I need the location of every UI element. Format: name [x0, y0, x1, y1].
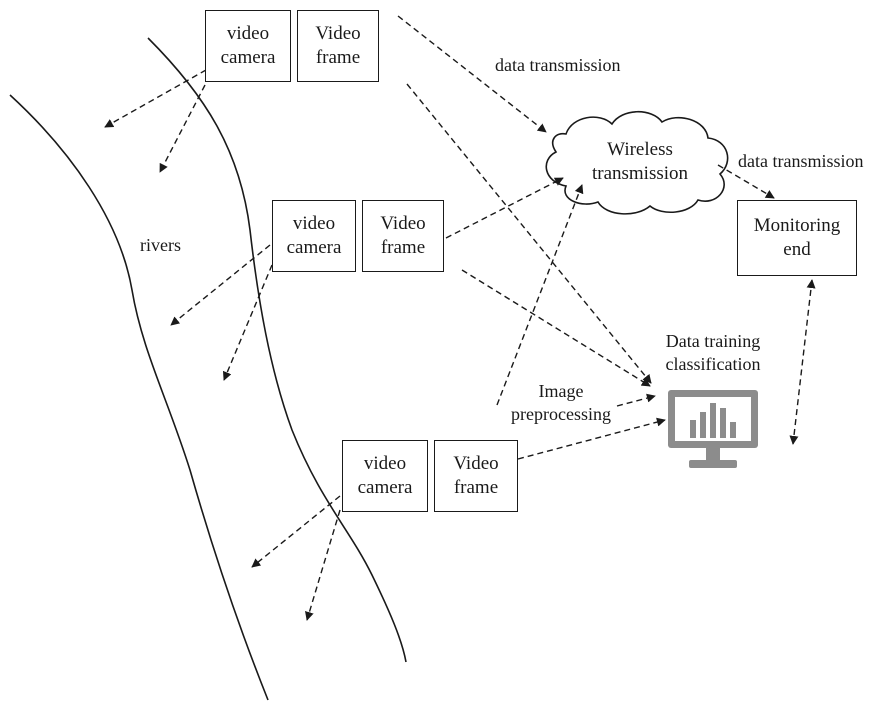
video-camera-box-2: video camera	[272, 200, 356, 272]
data-training-line2: classification	[665, 354, 761, 374]
image-preprocessing-label: Image preprocessing	[496, 380, 626, 426]
video-frame-box-1-line1: Video	[315, 23, 361, 44]
video-camera-box-2-line1: video	[292, 213, 336, 234]
arrow-cam3-down	[305, 509, 341, 621]
video-camera-box-3: video camera	[342, 440, 428, 512]
video-frame-box-1-line2: frame	[315, 47, 361, 68]
arrow-cam3-left	[251, 495, 341, 568]
data-transmission-right-label: data transmission	[738, 151, 864, 171]
video-camera-box-1: video camera	[205, 10, 291, 82]
river-left-bank	[9, 94, 269, 701]
arrow-cloud-to-monitoring	[717, 164, 775, 199]
arrow-preprocessing-to-classifier	[616, 393, 656, 407]
video-frame-box-3: Video frame	[434, 440, 518, 512]
monitor-bar-chart-icon	[668, 390, 758, 468]
video-camera-box-3-line1: video	[363, 453, 407, 474]
video-camera-box-1-line1: video	[226, 23, 270, 44]
monitoring-end-line2: end	[783, 239, 811, 260]
video-frame-box-3-line2: frame	[453, 477, 499, 498]
wireless-transmission-label: Wireless transmission	[580, 138, 700, 186]
wireless-transmission-line2: transmission	[591, 163, 689, 184]
arrow-cam2-down	[222, 264, 273, 381]
arrow-preprocessing-to-cloud	[496, 184, 584, 406]
video-camera-box-1-line2: camera	[220, 47, 276, 68]
arrow-frame3-to-classifier	[517, 417, 666, 460]
image-preprocessing-line1: Image	[538, 381, 584, 401]
arrow-cam2-left	[170, 244, 271, 326]
video-camera-box-2-line2: camera	[286, 237, 342, 258]
arrow-cam1-down	[159, 84, 206, 173]
data-transmission-top-label: data transmission	[495, 55, 621, 75]
arrow-frame2-to-classifier	[461, 269, 651, 387]
arrow-top-to-cloud	[397, 15, 547, 133]
image-preprocessing-line2: preprocessing	[511, 404, 611, 424]
video-frame-box-1: Video frame	[297, 10, 379, 82]
data-training-label: Data training classification	[648, 330, 778, 376]
arrow-frame1-to-classifier	[406, 83, 652, 384]
video-camera-box-3-line2: camera	[357, 477, 413, 498]
rivers-label: rivers	[140, 235, 181, 255]
arrow-cam1-left	[104, 69, 207, 128]
video-frame-box-3-line1: Video	[453, 453, 499, 474]
river-right-bank	[147, 37, 407, 663]
wireless-transmission-line1: Wireless	[607, 139, 673, 160]
monitoring-end-box: Monitoring end	[737, 200, 857, 276]
arrow-frame2-to-cloud	[445, 177, 564, 239]
video-frame-box-2-line1: Video	[380, 213, 426, 234]
video-frame-box-2: Video frame	[362, 200, 444, 272]
video-frame-box-2-line2: frame	[380, 237, 426, 258]
arrow-monitoring-bidirectional	[789, 279, 816, 445]
data-training-line1: Data training	[665, 331, 761, 351]
monitoring-end-line1: Monitoring	[753, 215, 841, 236]
